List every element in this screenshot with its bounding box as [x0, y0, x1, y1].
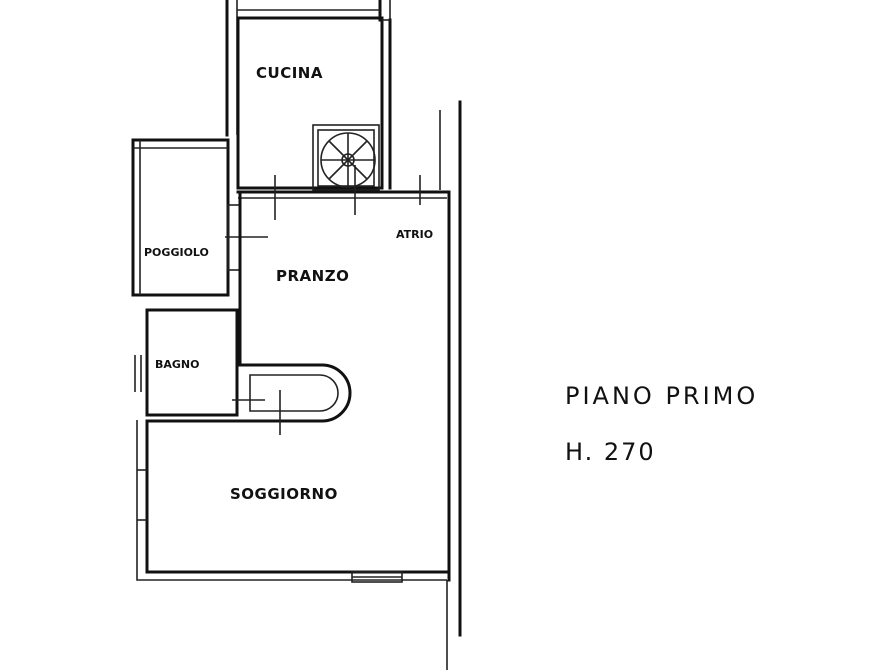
balcony-walls: [131, 138, 268, 297]
room-label-poggiolo: POGGIOLO: [144, 246, 209, 259]
spiral-staircase: [312, 124, 380, 191]
kitchen-dining-partition: [236, 165, 449, 220]
room-label-soggiorno: SOGGIORNO: [230, 485, 338, 503]
bathroom-walls: [134, 308, 239, 417]
room-label-bagno: BAGNO: [155, 358, 199, 371]
room-label-atrio: ATRIO: [396, 228, 433, 241]
kitchen-walls: [236, 16, 392, 190]
room-label-pranzo: PRANZO: [276, 267, 349, 285]
floor-caption: PIANO PRIMO: [565, 382, 759, 410]
room-label-cucina: CUCINA: [256, 64, 323, 82]
living-room-walls: [136, 419, 451, 583]
height-caption: H. 270: [565, 438, 656, 466]
outer-right-wall: [439, 100, 462, 670]
rounded-partition: [232, 363, 352, 435]
